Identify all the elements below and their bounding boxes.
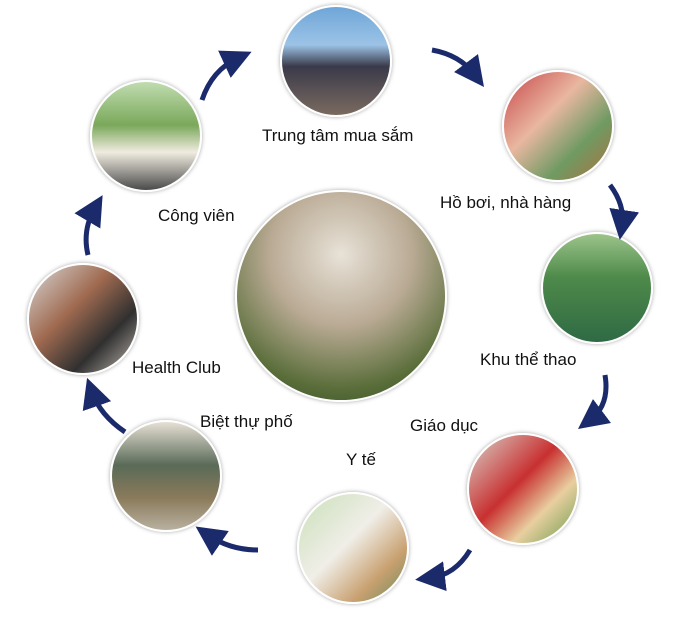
- label-medical: Y tế: [346, 450, 376, 469]
- label-park: Công viên: [158, 206, 235, 225]
- arrow-villa-to-healthclub: [82, 377, 127, 435]
- medical-image: [297, 492, 409, 604]
- arrow-park-to-shopping: [199, 50, 252, 101]
- sports-image: [541, 232, 653, 344]
- label-sports: Khu thể thao: [480, 350, 577, 369]
- label-villa: Biệt thự phố: [200, 412, 293, 431]
- park-image: [90, 80, 202, 192]
- health-club-image: [27, 263, 139, 375]
- arrow-healthclub-to-park: [74, 195, 103, 256]
- label-education: Giáo dục: [410, 416, 479, 435]
- label-pool: Hồ bơi, nhà hàng: [440, 193, 572, 212]
- shopping-center-image: [280, 5, 392, 117]
- education-image: [467, 433, 579, 545]
- arrow-pool-to-sports: [607, 183, 640, 240]
- arrow-sports-to-education: [578, 374, 612, 430]
- villa-image: [110, 420, 222, 532]
- label-shopping: Trung tâm mua sắm: [262, 126, 414, 145]
- center-building-image: [235, 190, 447, 402]
- arrow-medical-to-villa: [195, 526, 259, 556]
- arrow-education-to-medical: [415, 548, 473, 592]
- arrow-shopping-to-pool: [431, 47, 485, 87]
- pool-restaurant-image: [502, 70, 614, 182]
- label-health-club: Health Club: [132, 358, 221, 377]
